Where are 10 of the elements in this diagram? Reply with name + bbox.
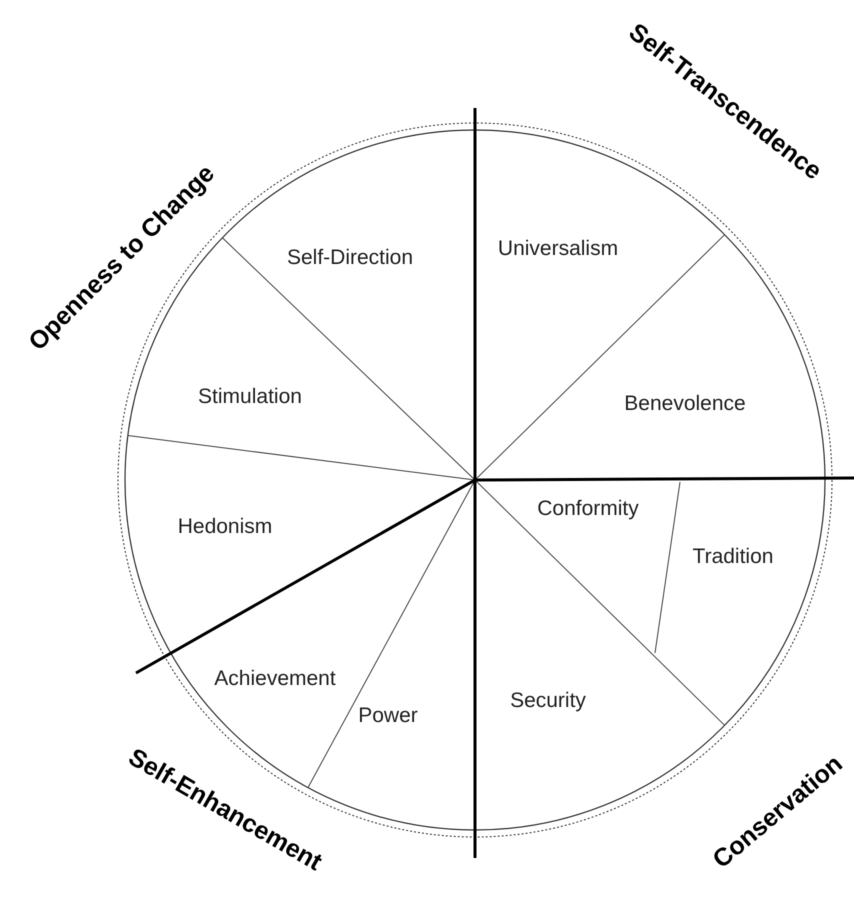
segment-label: Universalism bbox=[498, 237, 618, 261]
segment-label: Security bbox=[510, 689, 586, 713]
segment-label: Self-Direction bbox=[286, 246, 414, 270]
segment-label: Conformity bbox=[537, 497, 639, 521]
segment-label: Hedonism bbox=[178, 515, 272, 539]
segment-label: Benevolence bbox=[624, 392, 746, 416]
segment-label: Power bbox=[358, 704, 418, 728]
segment-label: Achievement bbox=[214, 667, 336, 691]
segment-label: Stimulation bbox=[198, 385, 302, 409]
segment-label: Tradition bbox=[692, 545, 774, 569]
